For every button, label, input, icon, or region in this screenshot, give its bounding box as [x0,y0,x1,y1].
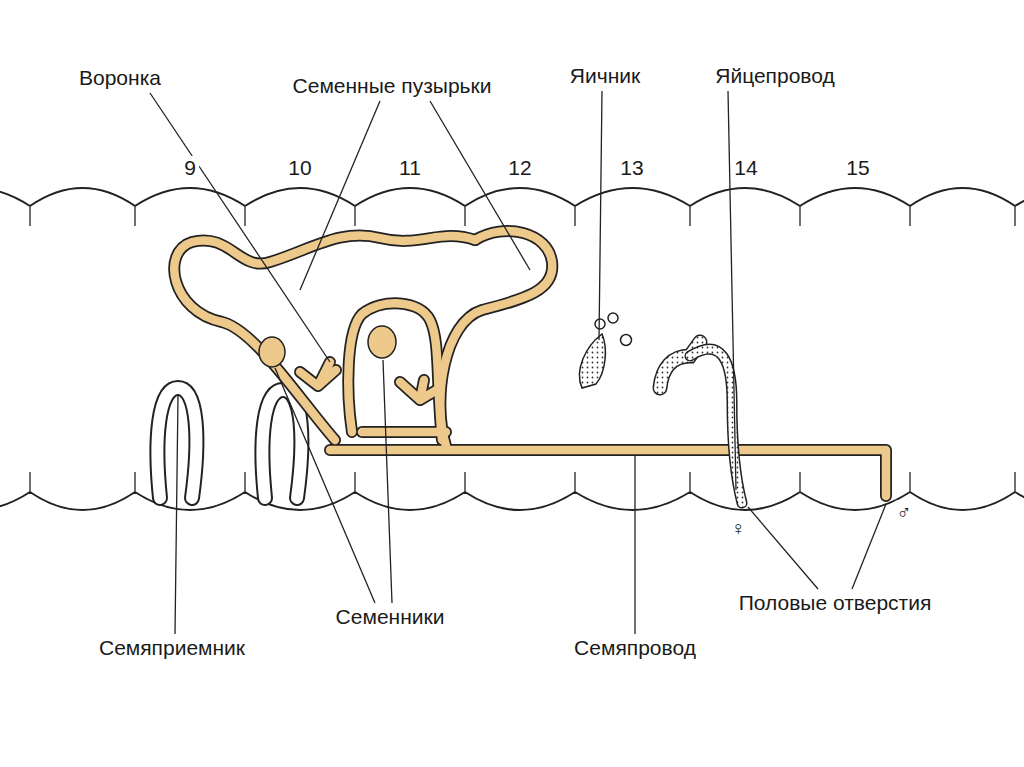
part-label: Семенники [333,605,448,629]
septum [464,206,465,226]
duct-outline [440,231,552,446]
septum [689,206,690,226]
duct-outline [348,303,442,440]
septum [1014,206,1015,226]
septum [799,472,800,492]
septum [909,472,910,492]
duct-fill [400,380,440,400]
septum [244,472,245,492]
segment-number: 15 [843,156,872,180]
septum [244,206,245,226]
septum [574,206,575,226]
testis [259,326,396,367]
part-label: Семяпровод [571,636,699,660]
septum [29,472,30,492]
septum [134,206,135,226]
duct-fill [362,428,446,437]
sex-symbol: ♂ [896,501,913,524]
duct-outline [362,426,446,438]
male-ducts [174,231,886,496]
septum [29,206,30,226]
segment-number: 10 [285,156,314,180]
duct-outline [400,380,440,400]
septum [689,472,690,492]
part-label: Семяприемник [96,636,248,660]
septum [354,472,355,492]
part-label: Половые отверстия [736,591,935,615]
part-label: Яйцепровод [712,64,838,88]
duct-fill [174,235,475,440]
ovary [579,313,631,388]
duct-outline [174,235,475,440]
spermatheca [157,388,301,498]
septum [1014,472,1015,492]
duct-outline [330,450,886,496]
duct-outline [300,362,336,386]
septum [354,206,355,226]
segment-number: 12 [505,156,534,180]
part-label: Семенные пузырьки [290,74,495,98]
worm-body [0,188,1024,510]
duct-fill [440,231,552,446]
segment-number: 11 [396,156,424,180]
septum [909,206,910,226]
segment-number: 13 [617,156,646,180]
duct-fill [348,303,442,440]
duct-fill [300,362,336,386]
segment-number: 9 [181,156,199,180]
segment-number: 14 [731,156,760,180]
septum [134,472,135,492]
septum [464,472,465,492]
oviduct [660,342,742,503]
duct-fill [330,450,886,496]
septum [574,472,575,492]
part-label: Яичник [567,64,643,88]
part-label: Воронка [76,66,164,90]
leader-lines [150,91,886,634]
body-top [0,188,1024,206]
septum [799,206,800,226]
sex-symbol: ♀ [730,517,747,540]
